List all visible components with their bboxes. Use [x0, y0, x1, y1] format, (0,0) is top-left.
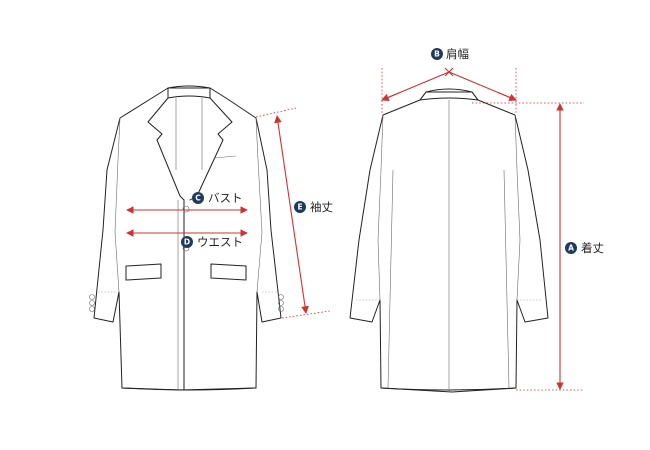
- bust-label: バスト: [208, 191, 243, 205]
- back-coat-illustration: [349, 88, 549, 393]
- front-coat-body: [93, 87, 282, 391]
- total-length-measurement-label: A 着丈: [565, 241, 604, 255]
- sleeve-length-measurement-label: E 袖丈: [294, 200, 333, 214]
- badge-e: [294, 201, 306, 213]
- shoulder-width-label: 肩幅: [446, 47, 469, 61]
- sleeve-length-label: 袖丈: [310, 200, 333, 214]
- badge-b: [431, 48, 443, 60]
- badge-c: [192, 192, 204, 204]
- badge-d-letter: D: [184, 238, 190, 247]
- waist-measurement-label: D ウエスト: [181, 235, 243, 249]
- total-length-label: 着丈: [581, 241, 604, 255]
- badge-e-letter: E: [297, 203, 302, 212]
- badge-c-letter: C: [195, 194, 201, 203]
- badge-a: [565, 242, 577, 254]
- badge-a-letter: A: [568, 244, 574, 253]
- shoulder-width-measurement-label: B 肩幅: [431, 47, 469, 61]
- waist-label: ウエスト: [197, 235, 243, 249]
- badge-b-letter: B: [434, 50, 440, 59]
- bust-measurement-label: C バスト: [192, 191, 243, 205]
- back-coat-body: [349, 91, 549, 393]
- badge-d: [181, 236, 193, 248]
